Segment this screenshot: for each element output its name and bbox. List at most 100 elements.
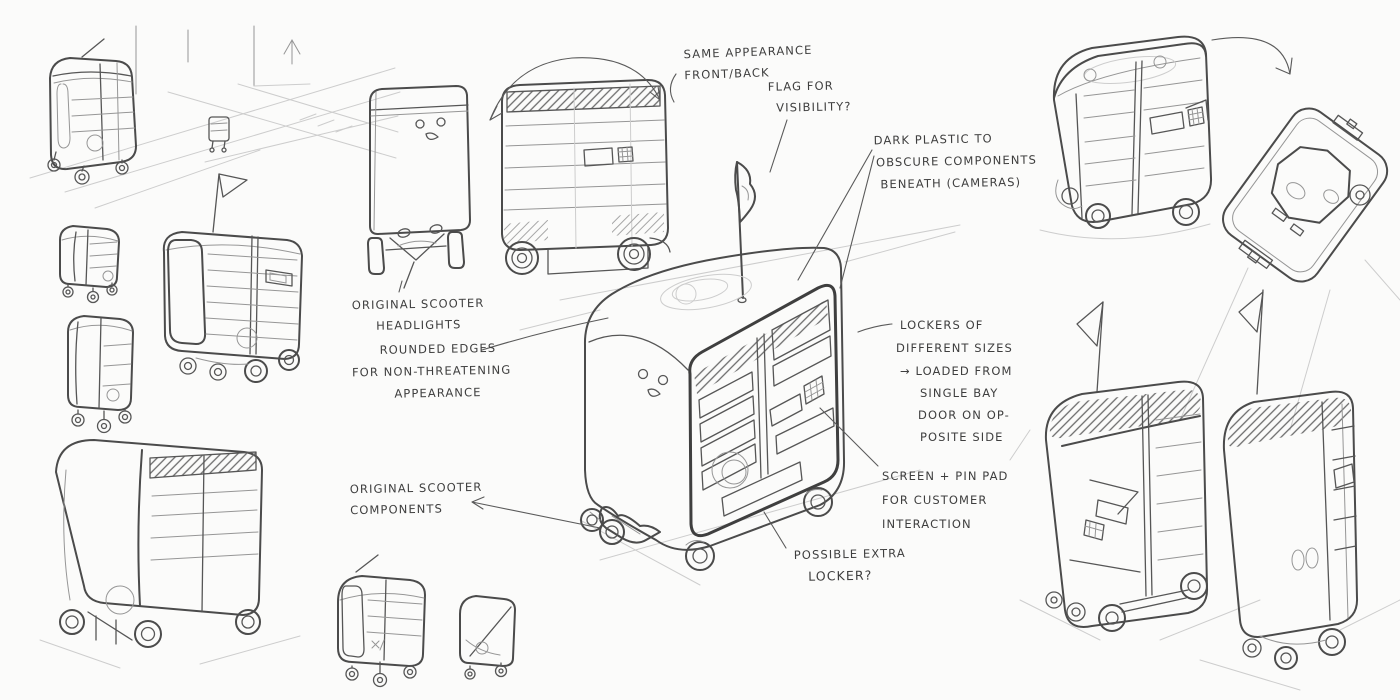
screen-keypad — [1083, 479, 1139, 541]
extra-locker-door — [721, 461, 803, 517]
annotation-screen-pin-pad: SCREEN + PIN PAD FOR CUSTOMER INTERACTIO… — [882, 464, 1009, 536]
side-view-sketch — [501, 78, 671, 275]
annotation-line: APPEARANCE — [394, 385, 482, 401]
annotation-line: LOCKER? — [808, 567, 873, 584]
same-appearance-arrow — [489, 57, 677, 121]
locker-doors — [698, 299, 835, 517]
annotation-line: VISIBILITY? — [776, 99, 852, 115]
flag-pole — [736, 161, 744, 299]
annotation-line: DARK PLASTIC TO — [873, 131, 993, 148]
robot-face — [637, 368, 669, 397]
front-view-sketch — [367, 85, 471, 289]
annotation-line: COMPONENTS — [350, 501, 444, 518]
annotation-line: SCREEN + PIN PAD — [882, 469, 1009, 483]
screen-keypad — [1149, 99, 1209, 135]
wheels — [1242, 628, 1346, 670]
hatched-corner-right — [612, 212, 664, 236]
wheels — [59, 609, 261, 648]
robot-thumbnail-sketch-1 — [59, 225, 120, 304]
hero-robot-sketch — [519, 161, 961, 586]
screen-keypad — [769, 375, 825, 427]
annotation-scooter-headlights: ORIGINAL SCOOTER HEADLIGHTS — [352, 293, 485, 337]
robot-thumbnail-sketch-2 — [67, 315, 134, 434]
annotation-line: POSSIBLE EXTRA — [793, 546, 906, 562]
annotation-lockers-sizes: LOCKERS OF DIFFERENT SIZES — [896, 314, 1013, 360]
street-scene-sketch — [29, 25, 401, 209]
building-lines — [135, 25, 311, 95]
wheels — [47, 151, 129, 185]
annotation-line: ORIGINAL SCOOTER — [351, 295, 485, 313]
distant-robot — [208, 116, 230, 153]
leader-lines — [398, 119, 893, 549]
annotation-loaded-from: → LOADED FROM SINGLE BAY DOOR ON OP- POS… — [900, 360, 1013, 448]
extra-locker-leader-line — [763, 511, 787, 549]
flag-pole — [212, 173, 220, 233]
screen-leader-line — [819, 407, 879, 467]
body-silhouette — [583, 246, 846, 551]
scooter-underside — [367, 224, 465, 289]
large-robot-sketch — [39, 439, 301, 669]
flag-pole — [1256, 289, 1264, 395]
foreground-robot — [47, 38, 137, 185]
keypad-hint — [1333, 463, 1355, 489]
flag-robot-front-sketch — [1009, 301, 1261, 641]
annotation-line: ORIGINAL SCOOTER — [349, 479, 483, 497]
antenna — [81, 38, 105, 58]
annotation-line: LOCKERS OF — [900, 318, 984, 332]
annotation-line: → LOADED FROM — [900, 364, 1013, 378]
lockers-leader-line — [857, 323, 893, 333]
flag — [218, 173, 248, 198]
detail-robot-sketch — [1039, 35, 1213, 240]
annotation-rounded-edges: ROUNDED EDGES FOR NON-THREATENING APPEAR… — [351, 337, 511, 406]
flag — [1076, 301, 1104, 347]
keypad — [265, 269, 293, 287]
screen-keypad — [583, 146, 634, 167]
wheels — [179, 349, 300, 383]
annotation-dark-plastic: DARK PLASTIC TO OBSCURE COMPONENTS BENEA… — [873, 127, 1038, 196]
annotation-line: SINGLE BAY — [920, 386, 999, 400]
annotation-line: DOOR ON OP- — [918, 408, 1010, 422]
internal-scooter-octagon — [1270, 146, 1351, 224]
annotation-line: SAME APPEARANCE — [683, 42, 813, 62]
components-arrow — [471, 496, 601, 529]
wheels — [1055, 179, 1200, 229]
robot-face — [415, 117, 446, 141]
flag-leader-line — [769, 119, 788, 173]
annotation-extra-locker: POSSIBLE EXTRA LOCKER? — [794, 543, 907, 587]
flag — [734, 161, 756, 223]
rounded-edges-leader-line — [481, 317, 609, 351]
annotation-line: DIFFERENT SIZES — [896, 341, 1013, 355]
flag — [1238, 291, 1264, 333]
annotation-line: POSITE SIDE — [920, 430, 1004, 444]
small-robot-side-study — [459, 595, 516, 680]
rotate-arrow — [1211, 37, 1293, 75]
annotation-line: BENEATH (CAMERAS) — [880, 174, 1022, 192]
headlights-tick — [398, 280, 403, 293]
annotation-line: FLAG FOR — [767, 78, 834, 94]
hatched-top-band — [694, 300, 828, 394]
flag-pole — [1096, 301, 1104, 393]
antenna — [355, 554, 379, 573]
annotation-line: OBSCURE COMPONENTS — [875, 152, 1038, 170]
bay-door — [167, 239, 207, 345]
annotation-line: INTERACTION — [882, 517, 972, 531]
annotation-line: HEADLIGHTS — [376, 317, 462, 333]
wheels — [505, 237, 671, 275]
hatched-top — [1049, 389, 1202, 439]
wheels — [1045, 572, 1208, 632]
annotation-line: FOR NON-THREATENING — [351, 362, 512, 380]
front-frame — [688, 283, 840, 538]
wheels — [580, 487, 833, 571]
annotation-flag-visibility: FLAG FOR VISIBILITY? — [768, 75, 852, 118]
dark-plastic-leader-lines — [797, 149, 875, 289]
annotation-scooter-components: ORIGINAL SCOOTER COMPONENTS — [350, 477, 483, 521]
annotation-line: FOR CUSTOMER — [882, 493, 988, 507]
flag-robot-back-sketch — [1199, 289, 1400, 691]
hatched-top-band — [507, 86, 660, 112]
hatched-top — [1227, 397, 1352, 447]
annotation-line: ROUNDED EDGES — [379, 340, 497, 357]
hatched-corner — [504, 220, 548, 244]
top-internal-view-sketch — [1179, 107, 1400, 431]
